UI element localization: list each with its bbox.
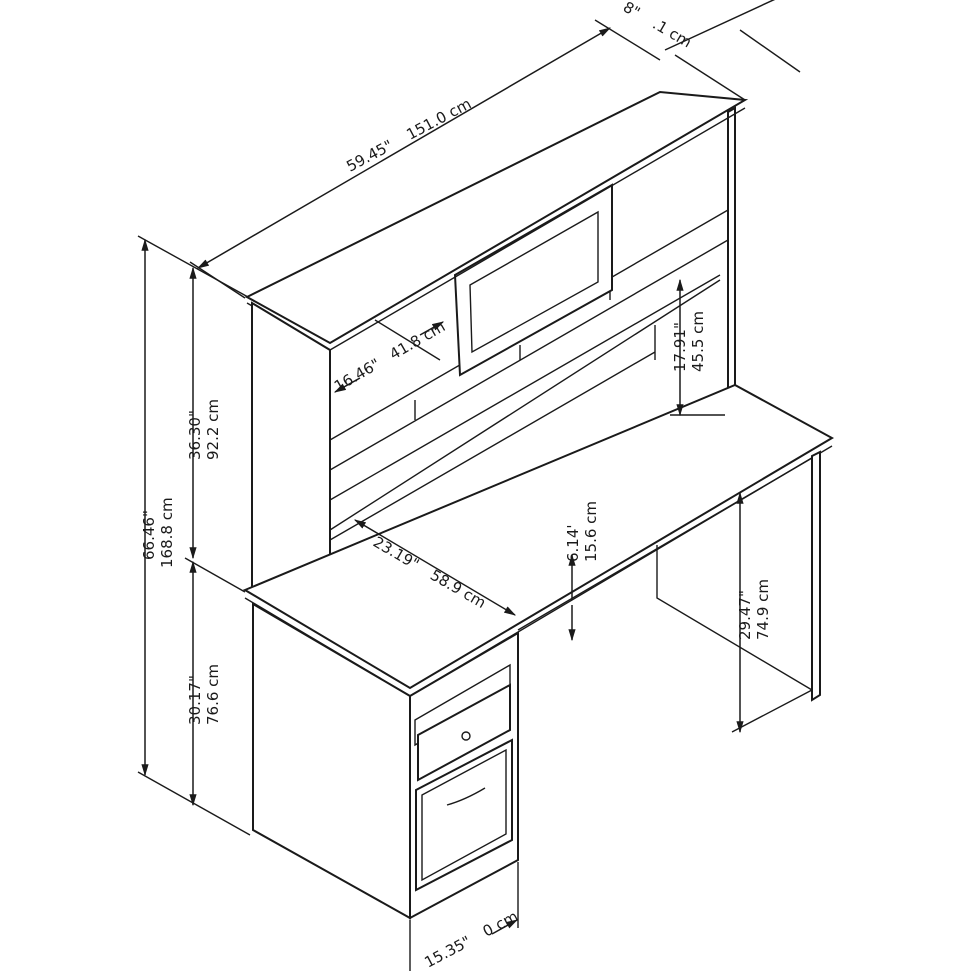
total-height-in: 66.46" — [140, 510, 158, 560]
drawer-handle-icon — [446, 787, 486, 806]
drawer-file — [415, 738, 513, 892]
width-cm: 151.0 cm — [403, 95, 474, 144]
total-height-cm: 168.8 cm — [158, 497, 176, 568]
dimension-lines — [137, 0, 813, 971]
hutch-clearance-in: 17.91" — [671, 322, 689, 372]
cubby-dividers — [374, 285, 611, 420]
pedestal-width-cm: 0 cm — [480, 907, 521, 940]
hutch-height-cm: 92.2 cm — [204, 399, 222, 460]
knee-clearance-cm: 74.9 cm — [754, 579, 772, 640]
hutch-clearance-cm: 45.5 cm — [689, 311, 707, 372]
width-in: 59.45" — [343, 136, 395, 175]
apron — [517, 457, 813, 631]
desk-height-in: 30.17" — [186, 675, 204, 725]
drawer-knob-icon — [461, 731, 471, 741]
desk-drawing — [242, 90, 835, 920]
pedestal-width-in: 15.35" — [421, 932, 473, 971]
apron-height-in: 6.14' — [564, 524, 582, 562]
desk-height-cm: 76.6 cm — [204, 664, 222, 725]
hutch-height-in: 36.30" — [186, 410, 204, 460]
depth-top-in: 8" — [620, 0, 643, 22]
hutch-right-panel — [727, 106, 736, 402]
knee-clearance-in: 29.47" — [736, 590, 754, 640]
desk-right-leg — [811, 450, 821, 702]
cubby-width-in: 16.46" — [331, 355, 383, 396]
cubby-width-cm: 41.8 cm — [386, 317, 448, 363]
apron-height-cm: 15.6 cm — [582, 501, 600, 562]
desk-top — [242, 383, 835, 690]
